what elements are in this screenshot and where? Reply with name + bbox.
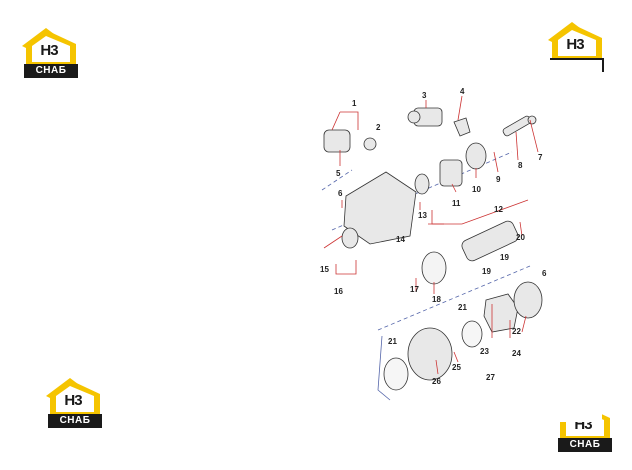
callout-label: 3 <box>422 91 427 100</box>
callout-label: 19 <box>482 267 491 276</box>
callout-label: 19 <box>500 253 509 262</box>
callout-label: 18 <box>432 295 441 304</box>
callout-label: 5 <box>336 169 341 178</box>
callout-label: 2 <box>376 123 381 132</box>
logo-word: СНАБ <box>24 64 78 78</box>
callout-label: 21 <box>388 337 397 346</box>
part-shaft <box>502 115 532 137</box>
callout-label: 15 <box>320 265 329 274</box>
callout-label: 10 <box>472 185 481 194</box>
callout-label: 12 <box>494 205 503 214</box>
part-gear <box>465 142 487 170</box>
part-washer <box>527 115 537 125</box>
callout-label: 6 <box>338 189 343 198</box>
part-yoke-ring <box>421 251 447 285</box>
part-pinion <box>341 227 359 249</box>
callout-label: 22 <box>512 327 521 336</box>
callout-label: 6 <box>542 269 547 278</box>
part-armature <box>461 220 519 262</box>
house-icon <box>548 22 602 58</box>
callout-labels: 1 2 3 4 5 6 7 8 9 10 11 12 13 14 15 16 1… <box>320 87 547 386</box>
part-disc <box>461 320 483 348</box>
callout-label: 7 <box>538 153 543 162</box>
callout-label: 11 <box>452 199 461 208</box>
part-cover <box>323 129 351 153</box>
part-shapes <box>323 107 543 391</box>
callout-label: 4 <box>460 87 465 96</box>
callout-label: 13 <box>418 211 427 220</box>
part-disc <box>383 357 409 391</box>
part-ring <box>363 137 377 151</box>
logo-word: СНАБ <box>48 414 102 428</box>
logo-word: СНАБ <box>558 438 612 452</box>
leader-lines <box>323 95 539 375</box>
callout-label: 16 <box>334 287 343 296</box>
part-lever <box>453 117 471 137</box>
house-icon <box>46 378 100 414</box>
logo-letters: H3 <box>40 42 58 59</box>
part-housing <box>439 159 463 187</box>
parts-diagram-panel: 1 2 3 4 5 6 7 8 9 10 11 12 13 14 15 16 1… <box>182 60 602 422</box>
callout-label: 27 <box>486 373 495 382</box>
callout-label: 17 <box>410 285 419 294</box>
callout-label: 24 <box>512 349 521 358</box>
part-bearing <box>414 173 430 195</box>
brand-logo: H3 СНАБ <box>22 28 80 84</box>
part-drive-housing <box>343 171 417 245</box>
part-brush-holder <box>483 293 519 333</box>
part-end-frame <box>407 327 453 381</box>
callout-label: 25 <box>452 363 461 372</box>
callout-label: 1 <box>352 99 357 108</box>
part-solenoid-cap <box>407 110 421 124</box>
house-icon <box>22 28 76 64</box>
callout-label: 20 <box>516 233 525 242</box>
callout-label: 26 <box>432 377 441 386</box>
part-end-cover <box>513 281 543 319</box>
section-outline <box>377 335 391 401</box>
brand-logo: H3 СНАБ <box>46 378 104 434</box>
callout-label: 21 <box>458 303 467 312</box>
callout-label: 14 <box>396 235 405 244</box>
logo-letters: H3 <box>566 36 584 53</box>
exploded-starter-diagram: 1 2 3 4 5 6 7 8 9 10 11 12 13 14 15 16 1… <box>320 87 547 401</box>
callout-label: 9 <box>496 175 501 184</box>
callout-label: 8 <box>518 161 523 170</box>
callout-label: 23 <box>480 347 489 356</box>
logo-letters: H3 <box>64 392 82 409</box>
